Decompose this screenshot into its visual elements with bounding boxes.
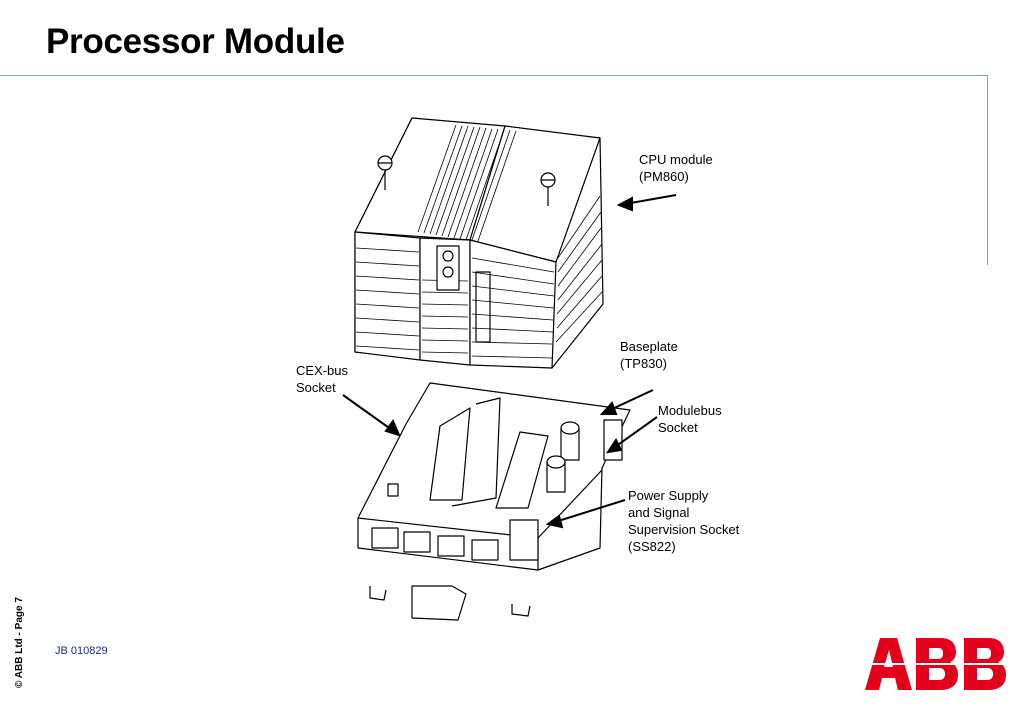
modulebus-socket-label: Modulebus Socket [658,403,722,435]
cpu-module-drawing [354,117,604,369]
right-divider [987,75,988,265]
callout-arrows [342,194,677,529]
baseplate-label: Baseplate (TP830) [620,339,678,371]
document-code: JB 010829 [55,645,108,657]
title-divider [0,75,988,76]
slide-title: Processor Module [46,22,345,61]
cex-bus-socket-label: CEX-bus Socket [296,363,349,395]
cpu-module-label: CPU module (PM860) [639,152,713,184]
power-supply-socket-label: Power Supply and Signal Supervision Sock… [628,488,740,554]
